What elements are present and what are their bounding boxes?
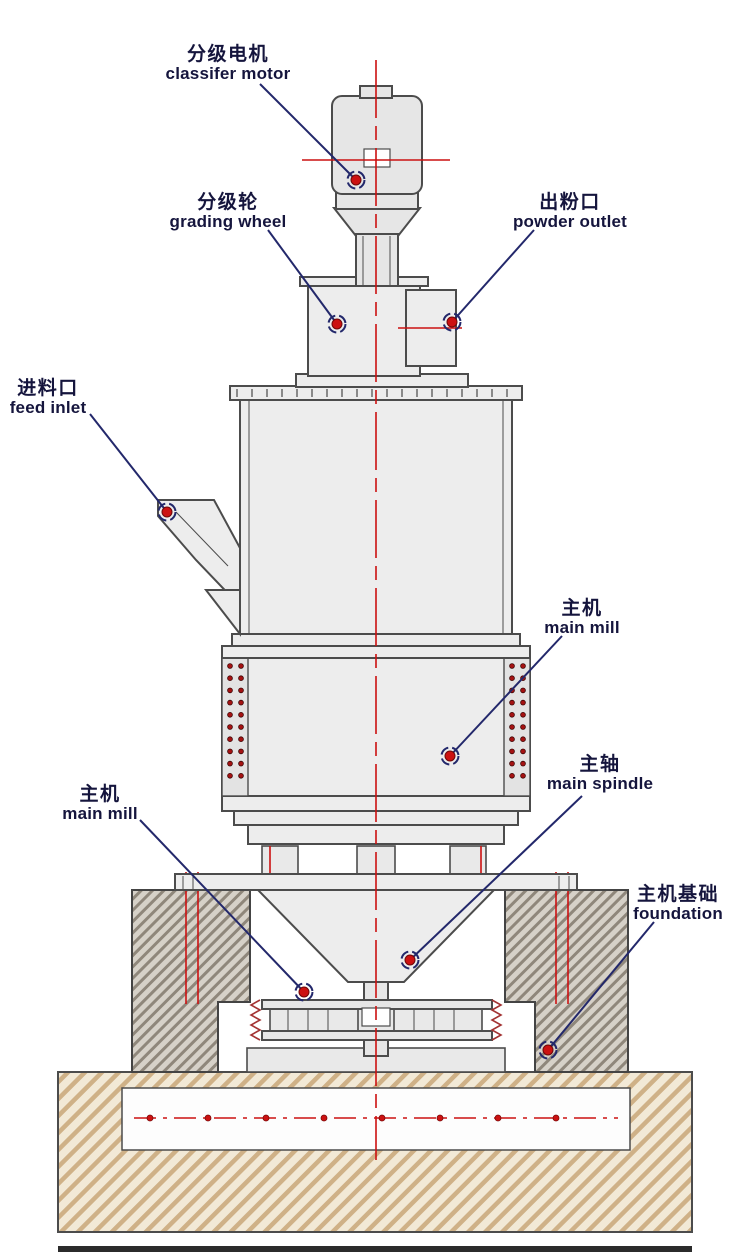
marker-feed-inlet bbox=[157, 502, 177, 522]
label-foundation-zh: 主机基础 bbox=[636, 883, 719, 905]
label-classifier-motor-en: classifer motor bbox=[165, 63, 291, 83]
pulley-bottom-flange bbox=[261, 1030, 493, 1041]
label-main-mill-upper: 主机 main mill bbox=[544, 598, 620, 638]
marker-grading-wheel bbox=[327, 314, 347, 334]
motor-body bbox=[331, 95, 423, 195]
pulley-web-right bbox=[393, 1008, 483, 1032]
slab-rebar-dots bbox=[146, 1114, 560, 1122]
centerlines bbox=[302, 60, 462, 1160]
classifier-housing bbox=[307, 283, 421, 377]
leader-main-mill-lower bbox=[139, 819, 305, 993]
marker-classifier-motor bbox=[346, 170, 366, 190]
foundation-block-right bbox=[504, 889, 629, 1073]
ground-line bbox=[58, 1246, 692, 1252]
label-feed-inlet-en: feed inlet bbox=[9, 397, 87, 417]
label-foundation: 主机基础 foundation bbox=[633, 884, 723, 924]
leader-foundation bbox=[547, 921, 655, 1051]
label-grading-wheel-en: grading wheel bbox=[169, 211, 287, 231]
label-foundation-en: foundation bbox=[633, 903, 723, 923]
chute-gusset bbox=[203, 589, 241, 637]
label-main-mill-lower: 主机 main mill bbox=[62, 784, 138, 824]
label-classifier-motor-zh: 分级电机 bbox=[186, 43, 270, 65]
label-main-mill-upper-en: main mill bbox=[544, 617, 620, 637]
leader-lines bbox=[89, 83, 655, 1051]
label-powder-outlet: 出粉口 powder outlet bbox=[513, 192, 627, 232]
base-foot bbox=[261, 845, 299, 877]
main-body bbox=[157, 385, 523, 637]
label-powder-outlet-en: powder outlet bbox=[512, 211, 628, 231]
label-main-spindle-en: main spindle bbox=[546, 773, 654, 793]
leader-grading-wheel bbox=[267, 229, 338, 325]
label-main-spindle-zh: 主轴 bbox=[579, 753, 621, 775]
column-bolts bbox=[227, 663, 526, 779]
label-grading-wheel: 分级轮 grading wheel bbox=[170, 192, 287, 232]
point-markers bbox=[157, 170, 558, 1060]
leader-main-spindle bbox=[409, 795, 583, 961]
marker-main-mill-upper bbox=[440, 746, 460, 766]
classifier-motor bbox=[331, 85, 423, 210]
leader-powder-outlet bbox=[451, 229, 535, 323]
motor-shaft-box bbox=[363, 148, 391, 168]
marker-main-spindle bbox=[400, 950, 420, 970]
classifier-neck bbox=[355, 233, 399, 287]
leader-main-mill-upper bbox=[449, 635, 563, 757]
label-main-mill-lower-zh: 主机 bbox=[79, 783, 121, 805]
marker-foundation bbox=[538, 1040, 558, 1060]
label-main-mill-lower-en: main mill bbox=[62, 803, 138, 823]
foundation-slab bbox=[57, 1071, 693, 1252]
label-main-mill-upper-zh: 主机 bbox=[561, 597, 603, 619]
label-main-spindle: 主轴 main spindle bbox=[547, 754, 653, 794]
spring-left bbox=[249, 999, 262, 1041]
label-grading-wheel-zh: 分级轮 bbox=[197, 191, 259, 213]
leader-classifier-motor bbox=[259, 83, 357, 181]
bottom-drive-assembly bbox=[249, 981, 503, 1057]
spring-right bbox=[490, 999, 503, 1041]
classifier-section bbox=[295, 207, 469, 388]
marker-powder-outlet bbox=[442, 312, 462, 332]
bolted-column-left bbox=[221, 657, 249, 797]
foundation-blocks bbox=[131, 872, 629, 1073]
label-feed-inlet: 进料口 feed inlet bbox=[10, 378, 87, 418]
label-feed-inlet-zh: 进料口 bbox=[17, 377, 79, 399]
leader-feed-inlet bbox=[89, 413, 168, 513]
pulley-web-left bbox=[269, 1008, 359, 1032]
motor-adapter bbox=[331, 207, 423, 237]
label-classifier-motor: 分级电机 classifer motor bbox=[166, 44, 291, 84]
label-powder-outlet-zh: 出粉口 bbox=[539, 191, 601, 213]
marker-main-mill-lower bbox=[294, 982, 314, 1002]
bolted-column-right bbox=[503, 657, 531, 797]
